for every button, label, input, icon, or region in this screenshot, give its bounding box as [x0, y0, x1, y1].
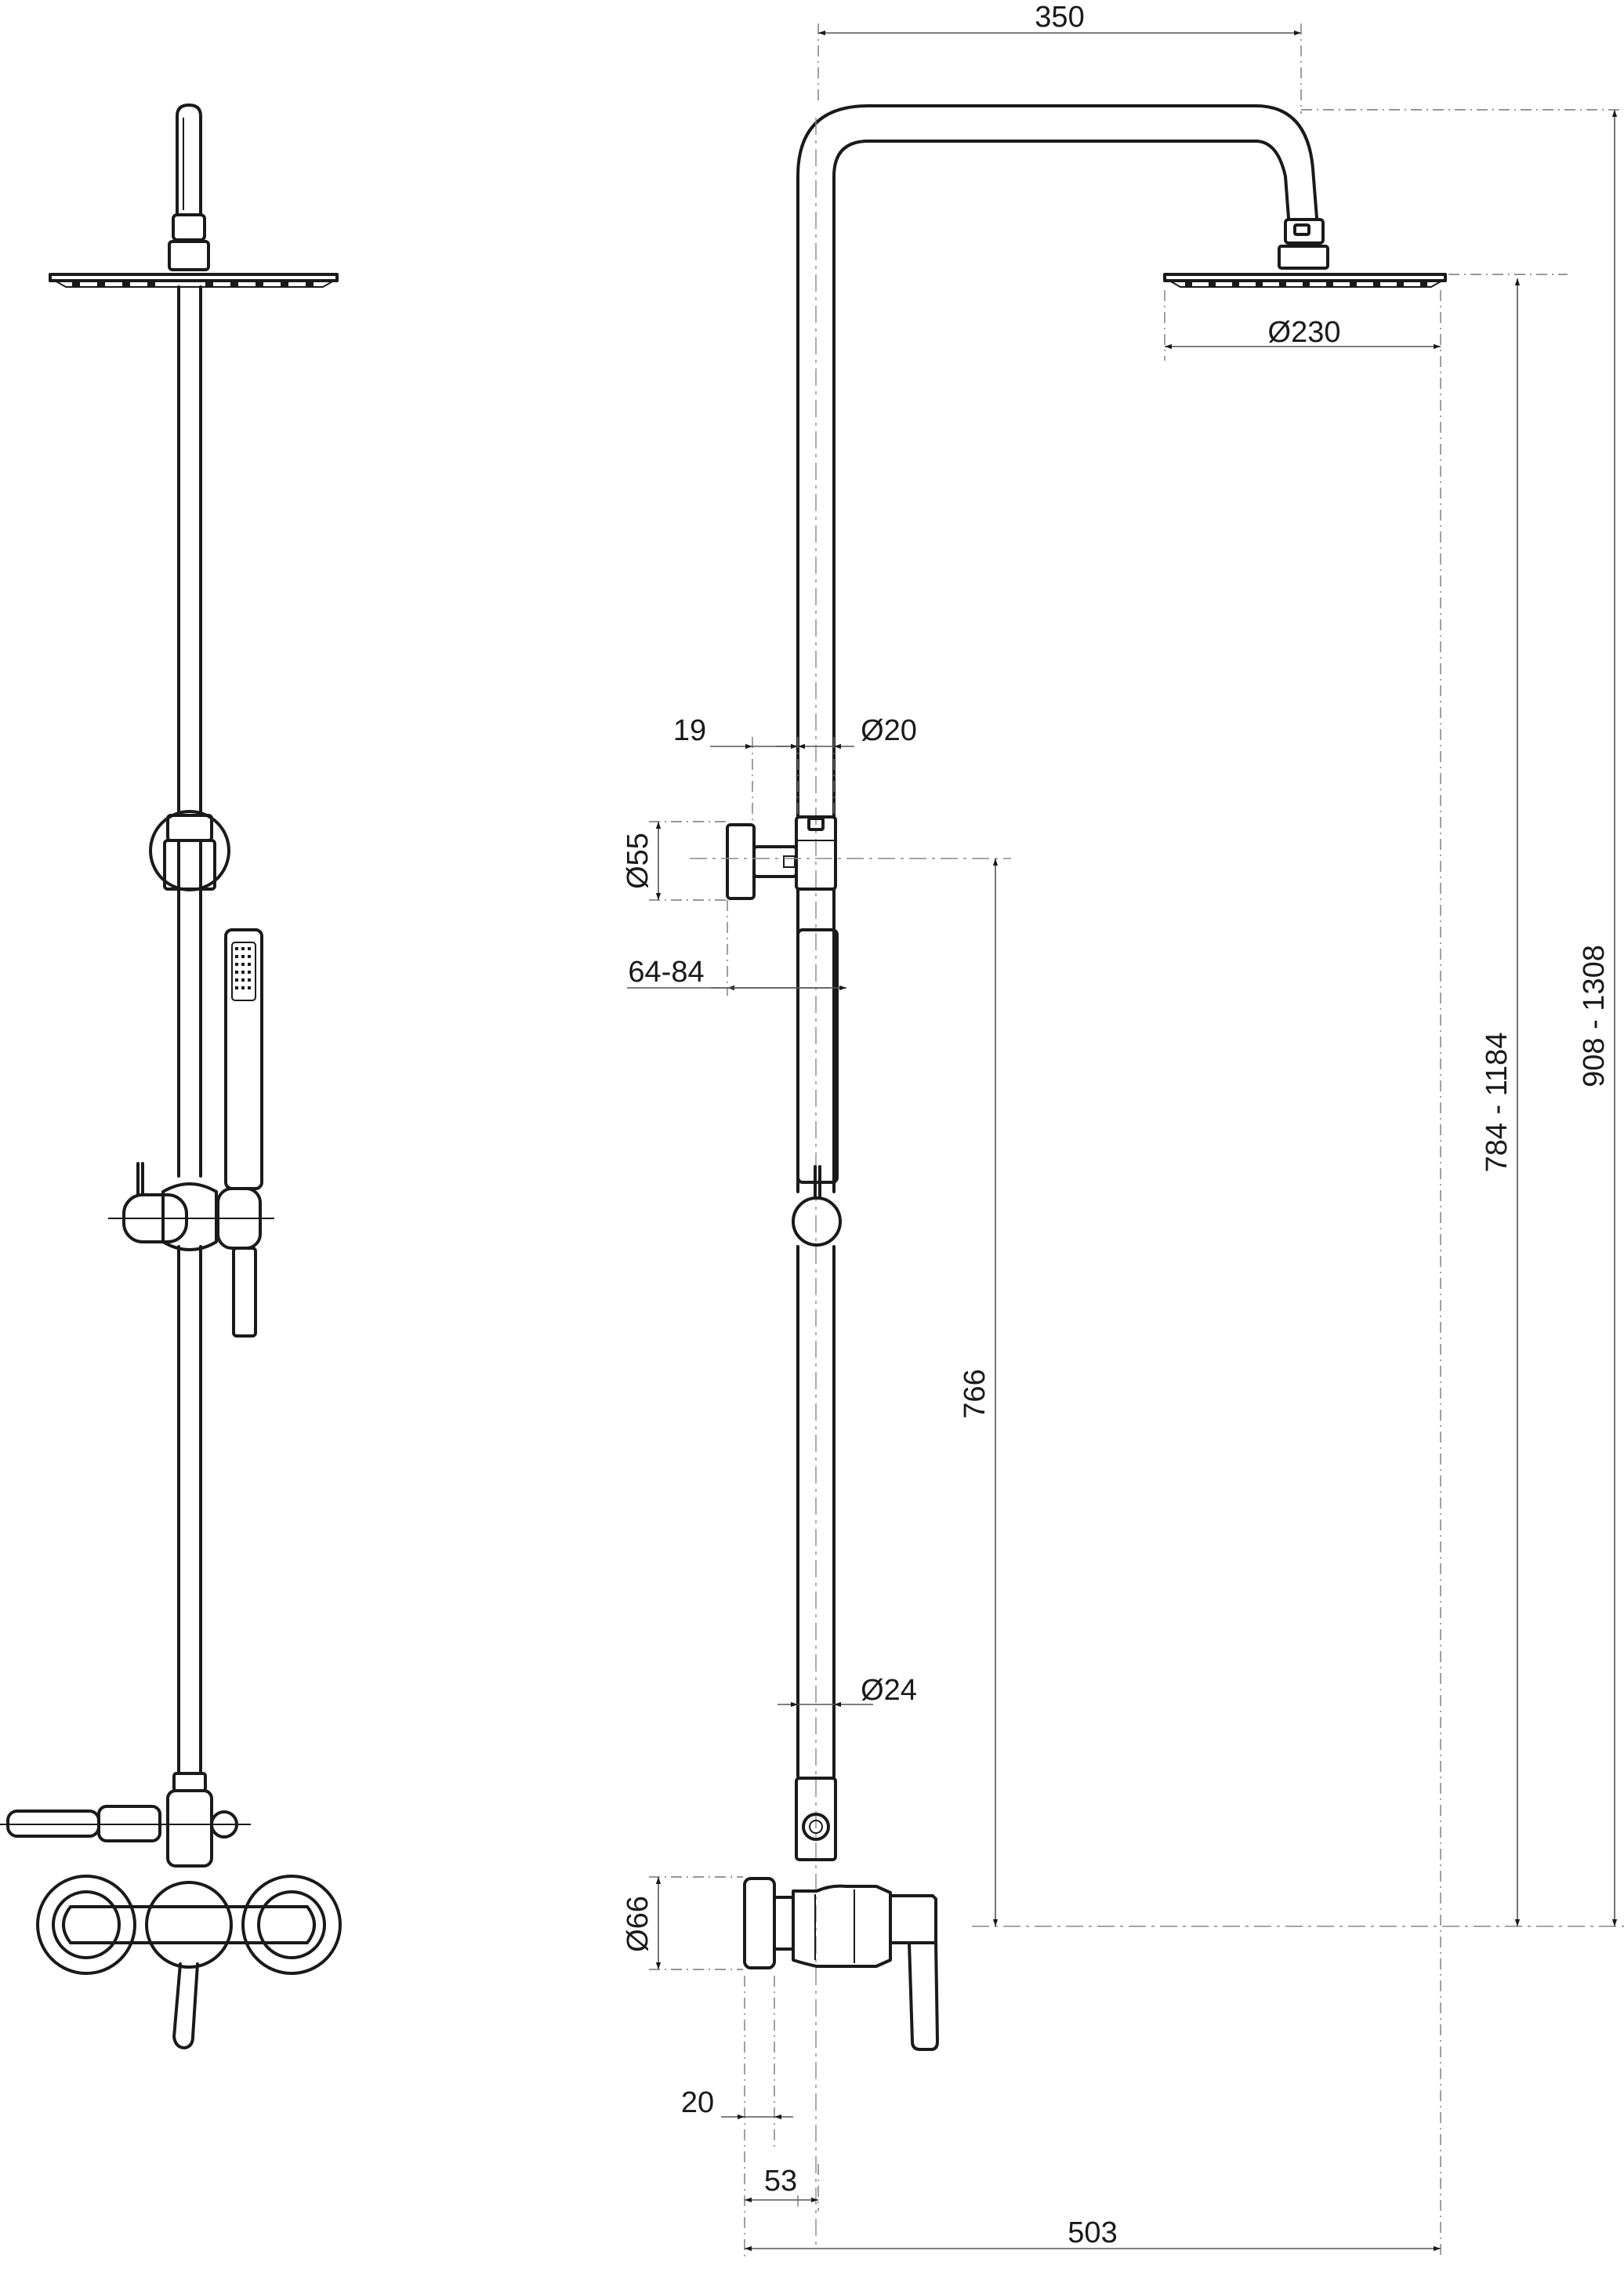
- side-view: [649, 24, 1624, 2258]
- dim-mixer-offset: 20: [681, 2086, 714, 2119]
- dim-height-range-total: 908 - 1308: [1578, 945, 1611, 1087]
- dim-mixer-depth: 53: [764, 2165, 797, 2198]
- dimension-labels: 350 Ø230 19 Ø20 Ø55 64-84 766 784 - 1184…: [622, 1, 1611, 2249]
- dim-pipe-diameter-lower: Ø24: [861, 1674, 917, 1707]
- dim-mixer-diameter: Ø66: [622, 1896, 654, 1952]
- dim-head-diameter: Ø230: [1268, 316, 1341, 349]
- dim-pipe-diameter-upper: Ø20: [861, 714, 917, 747]
- dim-total-projection: 503: [1068, 2216, 1117, 2249]
- hand-shower-nozzles: [235, 947, 251, 989]
- side-nozzle-row: [1185, 282, 1427, 287]
- dim-arm-length: 350: [1035, 1, 1084, 34]
- front-view: [0, 103, 342, 2049]
- dimension-lines: [627, 30, 1618, 2252]
- dim-bracket-range: 64-84: [628, 956, 704, 989]
- dim-wall-offset: 19: [673, 714, 706, 747]
- dim-bar-height: 766: [959, 1369, 991, 1418]
- dim-height-range-head: 784 - 1184: [1481, 1033, 1513, 1173]
- dim-bracket-diameter: Ø55: [622, 833, 654, 889]
